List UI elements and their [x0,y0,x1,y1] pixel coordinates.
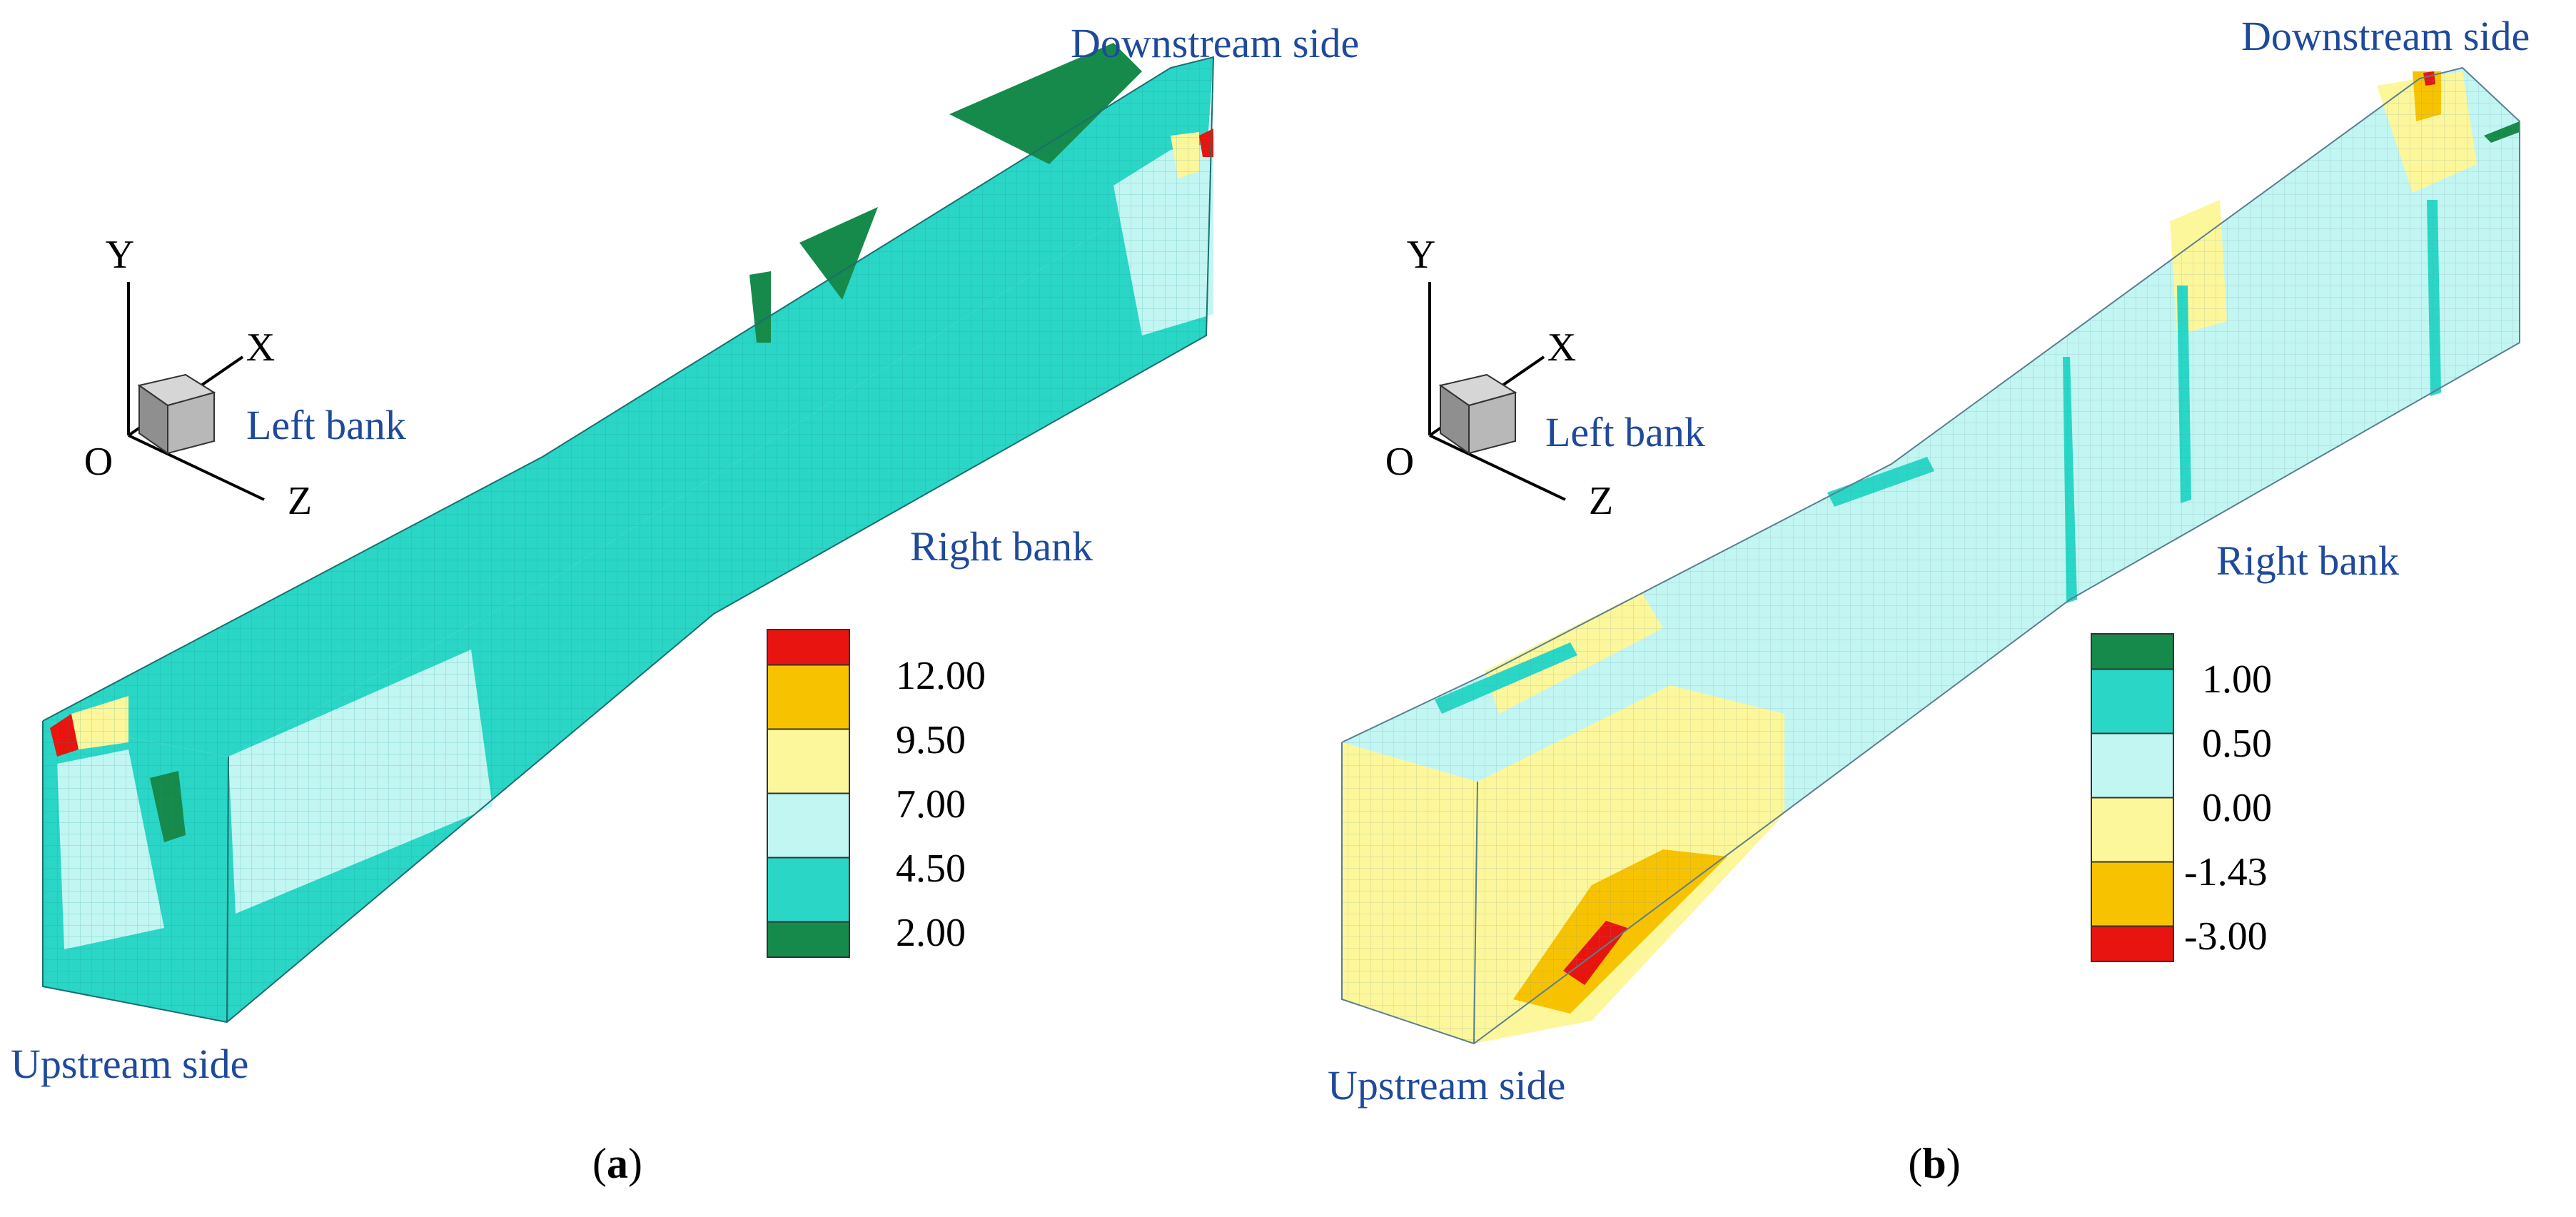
mesh-overlay-a [43,57,1213,1022]
legend-b: 1.00 0.50 0.00 -1.43 -3.00 [2091,633,2272,962]
caption-a: (a) [592,1140,642,1187]
legend-tick-b-3: -1.43 [2184,850,2268,894]
legend-swatch-a-1 [767,664,850,730]
downstream-label-a: Downstream side [1071,20,1359,66]
axis-x-label-b: X [1547,325,1576,370]
model-edge-a [226,756,229,1023]
mesh-overlay-b [1342,68,2520,1044]
legend-tick-a-0: 12.00 [896,654,986,698]
dark-zone-a2 [799,207,878,300]
legend-tick-b-0: 1.00 [2202,657,2272,702]
flume-model-a [42,43,1215,1024]
axis-z-label-a: Z [288,479,312,523]
legend-swatches-b [2091,633,2174,962]
panel-a: Y X Z O Downstream side Left bank Right … [11,20,1359,1187]
legend-tick-a-1: 9.50 [896,718,966,762]
axis-cube-a [137,373,216,455]
axis-cube-b [1438,373,1517,455]
axis-y-label-b: Y [1407,233,1435,277]
axis-x-label-a: X [246,325,275,370]
model-outline-b [1341,66,2520,1045]
axis-origin-label-b: O [1385,440,1414,484]
legend-swatch-a-5 [767,921,850,958]
legend-tick-b-1: 0.50 [2202,722,2272,766]
legend-swatch-b-3 [2091,797,2174,863]
z-axis-line-a [128,434,265,501]
legend-swatches-a [767,629,850,958]
legend-swatch-b-0 [2091,633,2174,670]
legend-swatch-b-4 [2091,861,2174,927]
flume-model-b [1341,66,2520,1045]
legend-swatch-b-5 [2091,925,2174,962]
legend-swatch-a-4 [767,857,850,923]
axis-origin-label-a: O [84,440,113,484]
legend-tick-a-2: 7.00 [896,782,966,827]
legend-tick-a-3: 4.50 [896,847,966,891]
upstream-label-b: Upstream side [1328,1062,1565,1109]
legend-tick-b-2: 0.00 [2202,786,2272,830]
legend-swatch-a-3 [767,792,850,859]
legend-a: 12.00 9.50 7.00 4.50 2.00 [767,629,986,958]
model-outline-a [42,56,1215,1024]
model-edge-b [1473,781,1478,1044]
dark-zone-a1 [949,43,1142,164]
left-bank-label-b: Left bank [1545,409,1705,455]
legend-tick-b-4: -3.00 [2184,914,2268,959]
upstream-label-a: Upstream side [11,1041,248,1087]
legend-tick-a-4: 2.00 [896,911,966,955]
left-bank-label-a: Left bank [246,402,406,448]
legend-swatch-b-1 [2091,668,2174,734]
legend-swatch-a-2 [767,728,850,794]
right-bank-label-b: Right bank [2216,537,2399,584]
axis-y-label-a: Y [106,233,134,277]
right-bank-label-a: Right bank [910,523,1093,570]
downstream-label-b: Downstream side [2241,13,2530,59]
z-axis-line-b [1429,434,1566,501]
legend-swatch-a-0 [767,629,850,666]
caption-b: (b) [1908,1140,1960,1187]
legend-swatch-b-2 [2091,732,2174,799]
panel-b: Y X Z O Downstream side Left bank Right … [1328,13,2530,1187]
axis-z-label-b: Z [1589,479,1613,523]
